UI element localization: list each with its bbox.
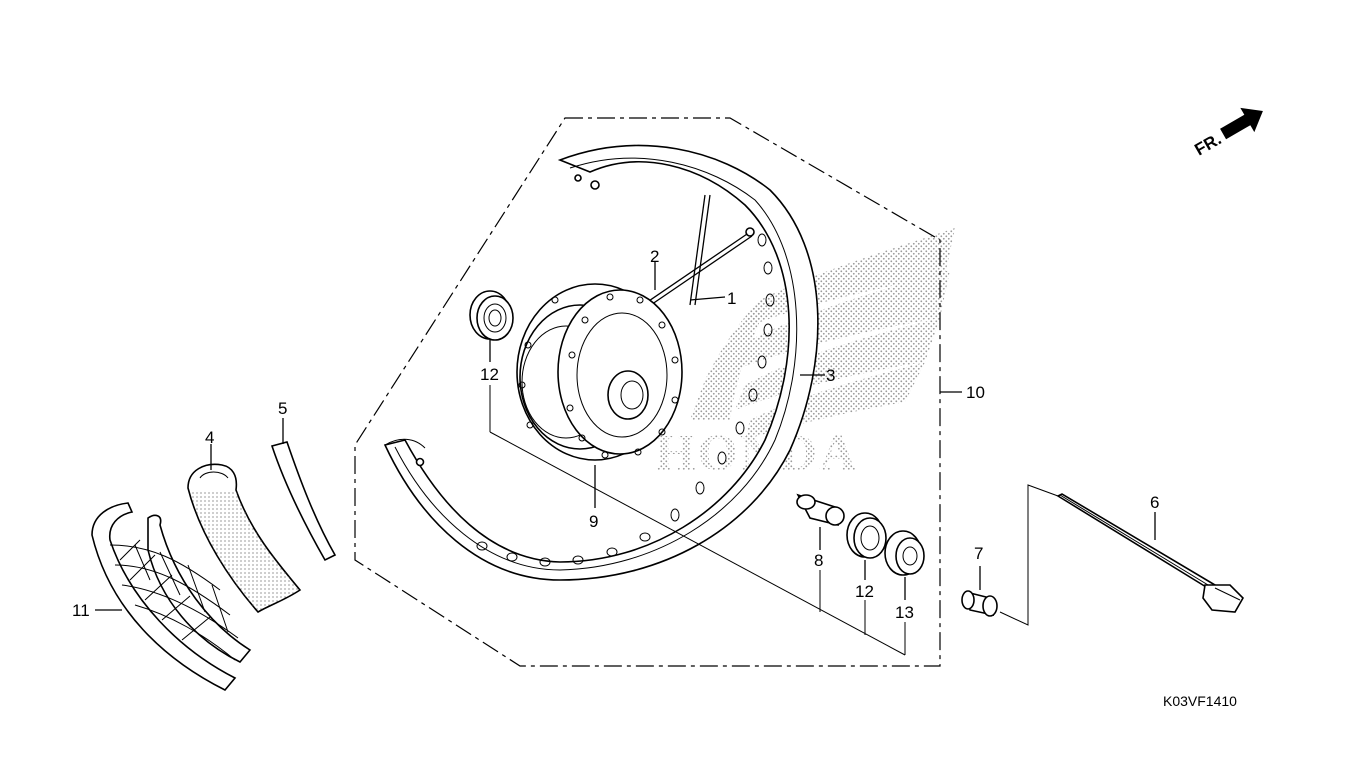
front-arrow-icon xyxy=(1220,107,1263,140)
callout-3: 3 xyxy=(826,366,835,385)
callout-labels: 1 2 3 4 5 6 7 8 9 10 11 12 12 13 xyxy=(72,247,1159,622)
rim-spoke-holes xyxy=(476,233,775,567)
rim-band xyxy=(270,441,337,562)
axis-line-axle xyxy=(999,484,1059,626)
leader-1 xyxy=(689,296,726,301)
spacer xyxy=(796,493,845,527)
callout-6: 6 xyxy=(1150,493,1159,512)
left-bearing xyxy=(469,290,514,341)
collar xyxy=(961,590,998,617)
callout-11: 11 xyxy=(72,601,90,620)
callout-12-right: 12 xyxy=(855,582,874,601)
axis-line-main xyxy=(489,431,906,656)
callout-8: 8 xyxy=(814,551,823,570)
callout-1: 1 xyxy=(727,289,736,308)
front-label: FR. xyxy=(1191,129,1224,159)
tube xyxy=(187,463,302,614)
rim xyxy=(383,144,819,581)
hub-spoke-holes xyxy=(518,293,679,459)
callout-4: 4 xyxy=(205,428,214,447)
hub xyxy=(516,283,683,461)
front-direction-indicator: FR. xyxy=(1191,107,1263,160)
wheel-assembly-boundary xyxy=(354,117,941,667)
callout-13: 13 xyxy=(895,603,914,622)
right-bearing xyxy=(846,512,887,559)
dust-seal xyxy=(884,530,925,576)
axle xyxy=(1056,493,1244,613)
tire xyxy=(91,502,252,691)
callout-10: 10 xyxy=(966,383,985,402)
callout-7: 7 xyxy=(974,544,983,563)
diagram-code: K03VF1410 xyxy=(1163,693,1237,709)
callout-5: 5 xyxy=(278,399,287,418)
callout-9: 9 xyxy=(589,512,598,531)
callout-2: 2 xyxy=(650,247,659,266)
callout-12-left: 12 xyxy=(480,365,499,384)
